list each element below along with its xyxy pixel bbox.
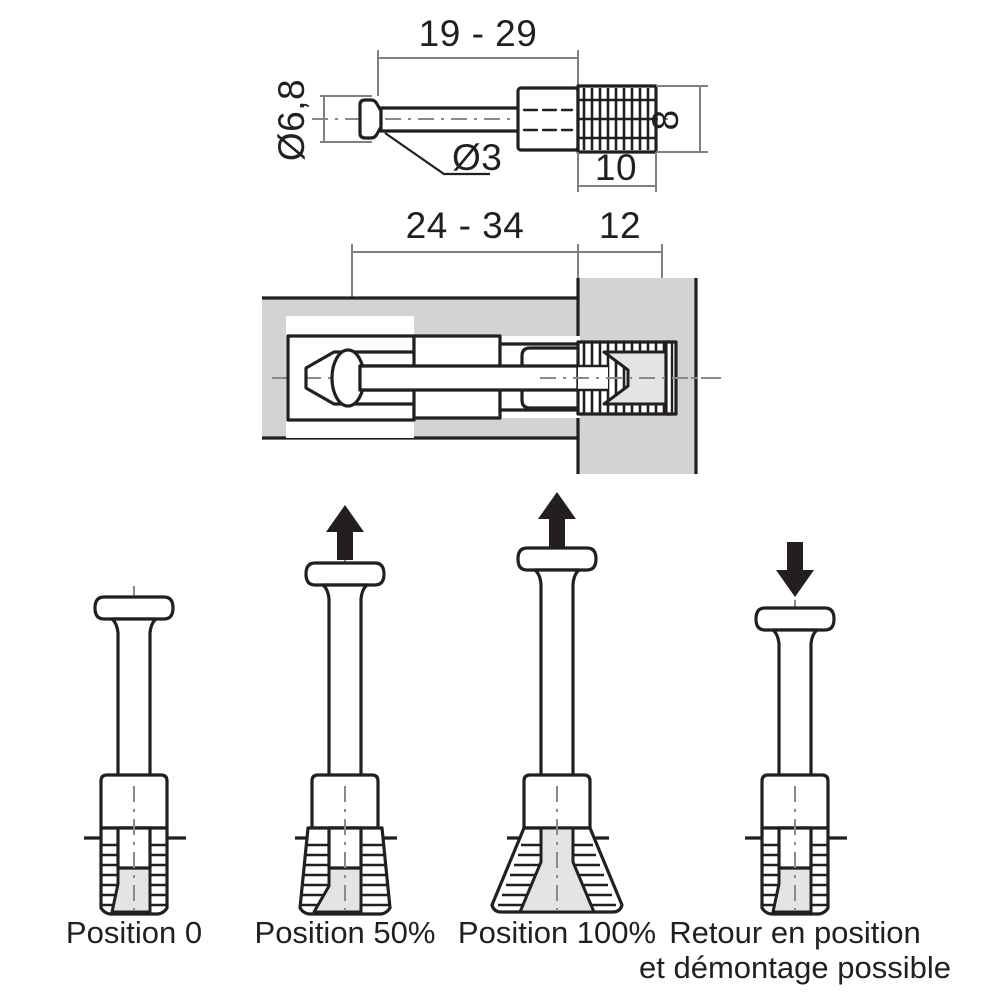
position-step-return: Retour en position et démontage possible <box>639 542 951 985</box>
position-step-0-label: Position 0 <box>66 915 202 950</box>
sleeve-body <box>516 86 580 152</box>
dimension-head-diameter: Ø6,8 <box>271 79 372 161</box>
figure-positions: Position 0 <box>66 492 951 985</box>
bolt-shaft <box>379 106 532 133</box>
arrow-up-icon <box>326 505 364 560</box>
dimension-panel-a-text: 24 - 34 <box>406 205 525 246</box>
position-step-100: Position 100% <box>458 492 656 950</box>
dimension-sleeve-diameter-text: 8 <box>645 109 686 130</box>
figure-side-view: 19 - 29 Ø6,8 Ø3 <box>271 13 708 192</box>
dimension-panel-b-text: 12 <box>599 205 641 246</box>
sleeve-threaded <box>576 84 658 154</box>
dimension-panel-depths: 24 - 34 12 <box>351 205 663 350</box>
dimension-shaft-diameter-text: Ø3 <box>452 137 502 178</box>
position-step-0: Position 0 <box>66 586 202 950</box>
arrow-down-icon <box>776 542 814 597</box>
position-step-50-label: Position 50% <box>255 915 436 950</box>
dimension-sleeve-length-text: 10 <box>595 147 637 188</box>
dimension-length-range-text: 19 - 29 <box>419 13 538 54</box>
dimension-length-range: 19 - 29 <box>377 13 579 96</box>
section-threaded-anchor <box>576 340 678 416</box>
bolt-head <box>358 98 383 140</box>
position-step-return-label-line2: et démontage possible <box>639 950 951 985</box>
arrow-up-icon <box>538 492 576 547</box>
leader-shaft-diameter: Ø3 <box>384 132 502 178</box>
dimension-sleeve-diameter: 8 <box>645 85 708 153</box>
dimension-sleeve-length: 10 <box>577 147 657 192</box>
dimension-head-diameter-text: Ø6,8 <box>271 79 312 161</box>
position-step-50: Position 50% <box>255 505 436 950</box>
figure-section-view: 24 - 34 12 <box>262 205 726 474</box>
position-step-return-label-line1: Retour en position <box>669 915 921 950</box>
position-step-100-label: Position 100% <box>458 915 656 950</box>
